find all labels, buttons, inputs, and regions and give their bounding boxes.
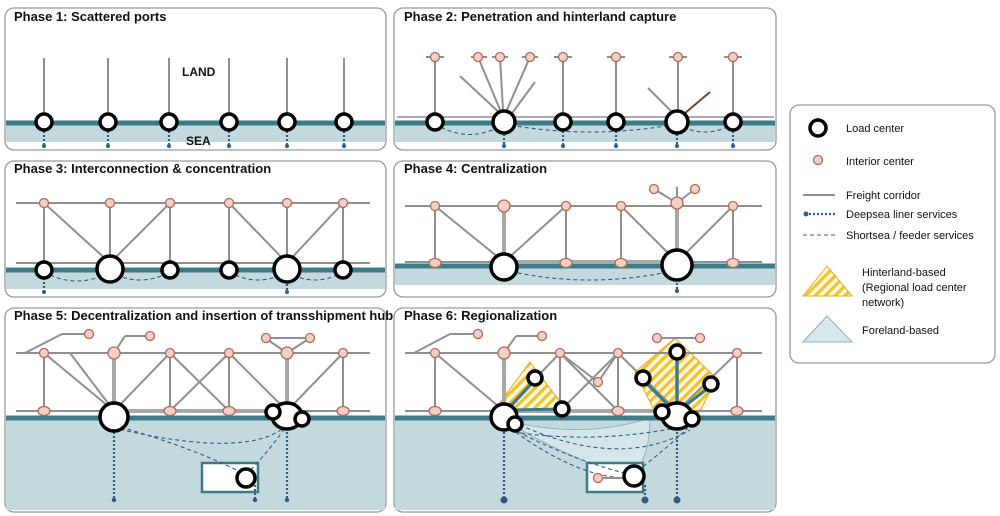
sea-area [395, 266, 775, 285]
load-centers [34, 112, 354, 132]
legend-foreland: Foreland-based [862, 325, 939, 337]
shortsea-services [503, 269, 678, 281]
legend: Load center Interior center Freight corr… [789, 104, 996, 364]
load-centers [489, 343, 720, 488]
phase-5-panel: Phase 5: Decentralization and insertion … [4, 307, 393, 513]
deepsea-symbol-dot [803, 211, 809, 217]
interior-centers [37, 328, 350, 417]
legend-hinterland-line2: (Regional load center [862, 282, 967, 294]
freight-corridors [16, 333, 370, 412]
deepsea-services [42, 278, 289, 294]
interior-centers [428, 183, 740, 269]
freight-corridors [16, 202, 370, 264]
deepsea-services [675, 283, 679, 293]
land-label: LAND [182, 65, 216, 79]
legend-interior-center: Interior center [846, 156, 914, 168]
legend-freight-corridor: Freight corridor [846, 190, 921, 202]
shortsea-services [43, 271, 344, 282]
legend-hinterland-line1: Hinterland-based [862, 267, 946, 279]
sea-area [6, 418, 385, 510]
phase-3-panel: Phase 3: Interconnection & concentration [4, 160, 387, 298]
legend-load-center: Load center [846, 123, 904, 135]
load-centers [34, 254, 353, 284]
load-centers [425, 109, 743, 135]
phase-2-title: Phase 2: Penetration and hinterland capt… [404, 9, 676, 24]
phase-5-title: Phase 5: Decentralization and insertion … [14, 308, 393, 323]
interior-centers [429, 51, 739, 63]
deepsea-services [500, 432, 681, 504]
load-centers [98, 401, 311, 489]
legend-frame [789, 104, 996, 364]
interior-center-symbol [812, 154, 824, 166]
phase-4-panel: Phase 4: Centralization [393, 160, 777, 298]
deepsea-services [502, 131, 735, 148]
load-center-symbol [808, 118, 828, 138]
deepsea-services [42, 131, 346, 148]
phase-2-panel: Phase 2: Penetration and hinterland capt… [393, 7, 777, 151]
hinterland-symbol [801, 265, 854, 297]
sea-area [6, 270, 385, 289]
sea-label: SEA [186, 134, 211, 148]
legend-deepsea: Deepsea liner services [846, 209, 958, 221]
sea-area [395, 123, 775, 142]
legend-hinterland-line3: network) [862, 297, 904, 309]
deepsea-services [111, 432, 290, 503]
phase-6-title: Phase 6: Regionalization [404, 308, 557, 323]
interior-centers [428, 328, 744, 484]
phase-6-panel: Phase 6: Regionalization [393, 307, 777, 513]
foreland-symbol [801, 315, 854, 343]
phase-1-panel: Phase 1: Scattered ports LAND SEA [4, 7, 387, 151]
phase-3-title: Phase 3: Interconnection & concentration [14, 161, 271, 176]
legend-shortsea: Shortsea / feeder services [846, 230, 974, 242]
shortsea-services [504, 424, 691, 479]
freight-corridors [43, 58, 345, 121]
load-centers [489, 248, 694, 282]
freight-corridor-extension [683, 91, 711, 115]
interior-centers [38, 197, 349, 209]
phase-1-title: Phase 1: Scattered ports [14, 9, 166, 24]
phase-4-title: Phase 4: Centralization [404, 161, 547, 176]
